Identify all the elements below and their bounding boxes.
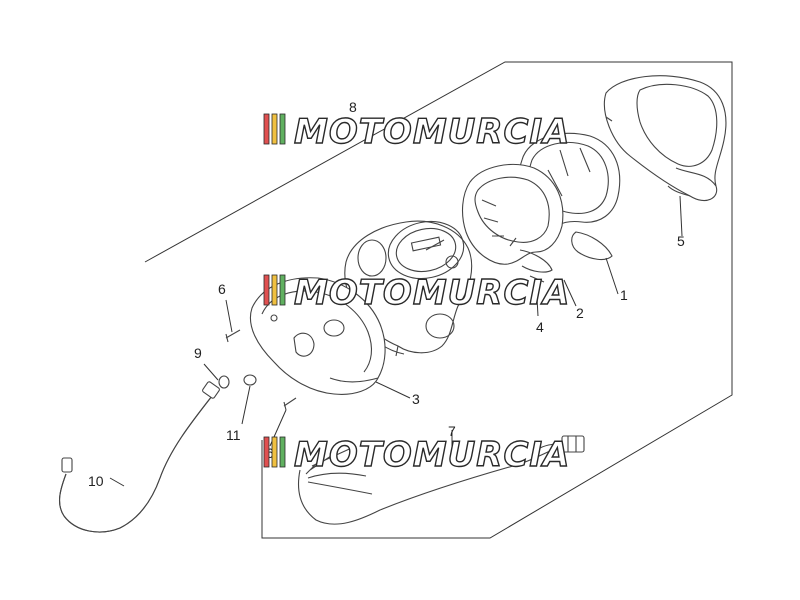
callout-8: 8 — [349, 99, 357, 115]
part-3-housing — [249, 277, 386, 395]
watermark-text: MOTOMURCIA — [294, 112, 570, 152]
part-4-ring — [519, 249, 553, 283]
callout-2: 2 — [576, 305, 584, 321]
watermark-middle: MOTOMURCIA — [263, 272, 570, 314]
part-2-gasket — [461, 163, 564, 265]
part-10-cable — [58, 381, 220, 533]
screw-upper — [225, 329, 241, 343]
nut — [243, 374, 257, 386]
callout-4: 4 — [536, 319, 544, 335]
leader-lines — [109, 195, 683, 487]
part-7-harness — [298, 435, 585, 525]
watermark-top: MOTOMURCIA — [263, 111, 570, 153]
watermark-text: MOTOMURCIA — [294, 435, 570, 475]
assembly-boundary — [144, 61, 733, 539]
callout-7: 7 — [448, 423, 456, 439]
callout-1: 1 — [620, 287, 628, 303]
callout-10: 10 — [88, 473, 104, 489]
callout-6-lower: 6 — [266, 445, 274, 461]
callout-6-upper: 6 — [218, 281, 226, 297]
callout-11: 11 — [226, 427, 241, 443]
callouts: 1 2 3 4 5 6 6 7 8 9 10 11 — [88, 99, 685, 489]
watermark-bottom: MOTOMURCIA — [263, 434, 570, 476]
watermark-text: MOTOMURCIA — [294, 273, 570, 313]
fasteners — [218, 329, 297, 411]
screw-lower — [283, 397, 297, 411]
part-5-cowl — [603, 75, 727, 201]
callout-5: 5 — [677, 233, 685, 249]
washer — [218, 375, 230, 389]
callout-9: 9 — [194, 345, 202, 361]
callout-3: 3 — [412, 391, 420, 407]
